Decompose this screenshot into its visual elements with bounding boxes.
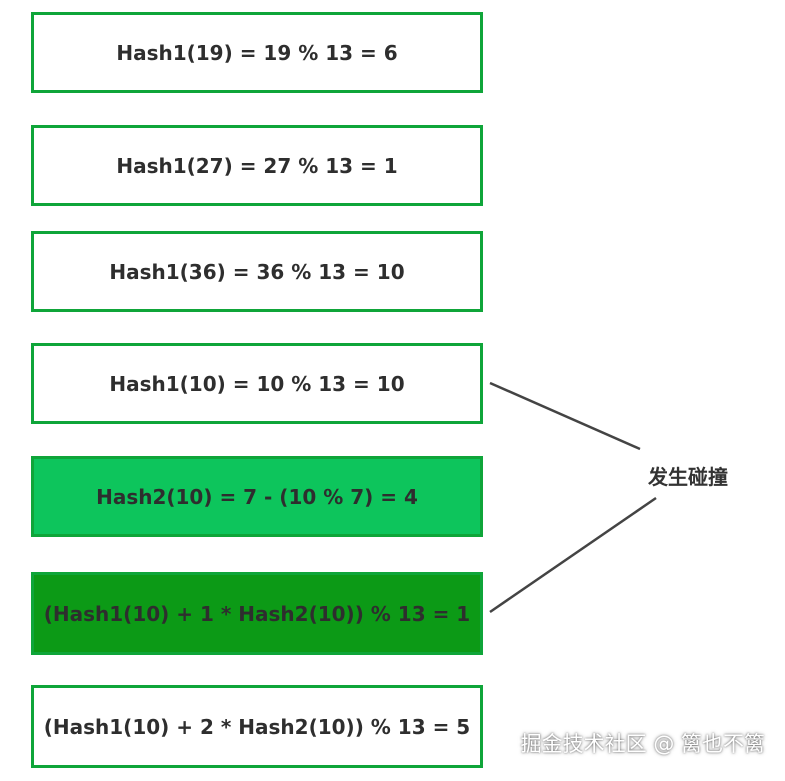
hash2-box: Hash2(10) = 7 - (10 % 7) = 4 [31, 456, 483, 537]
hash-box-text: (Hash1(10) + 2 * Hash2(10)) % 13 = 5 [43, 714, 471, 739]
hash-box-text: Hash1(19) = 19 % 13 = 6 [116, 40, 398, 65]
watermark: 掘金技术社区 @ 篱也不篱 [520, 732, 765, 756]
connector-line-upper [489, 381, 641, 451]
hash-box-27: Hash1(27) = 27 % 13 = 1 [31, 125, 483, 206]
probe-box-2: (Hash1(10) + 2 * Hash2(10)) % 13 = 5 [31, 685, 483, 768]
hash-box-19: Hash1(19) = 19 % 13 = 6 [31, 12, 483, 93]
hash-box-text: (Hash1(10) + 1 * Hash2(10)) % 13 = 1 [43, 601, 471, 626]
hash-box-text: Hash1(10) = 10 % 13 = 10 [109, 371, 405, 396]
hash-box-36: Hash1(36) = 36 % 13 = 10 [31, 231, 483, 312]
connector-line-lower [489, 496, 657, 614]
hash-box-10: Hash1(10) = 10 % 13 = 10 [31, 343, 483, 424]
collision-label: 发生碰撞 [648, 465, 728, 489]
probe-box-1: (Hash1(10) + 1 * Hash2(10)) % 13 = 1 [31, 572, 483, 655]
hash-box-text: Hash2(10) = 7 - (10 % 7) = 4 [96, 484, 418, 509]
hash-box-text: Hash1(36) = 36 % 13 = 10 [109, 259, 405, 284]
hash-box-text: Hash1(27) = 27 % 13 = 1 [116, 153, 398, 178]
